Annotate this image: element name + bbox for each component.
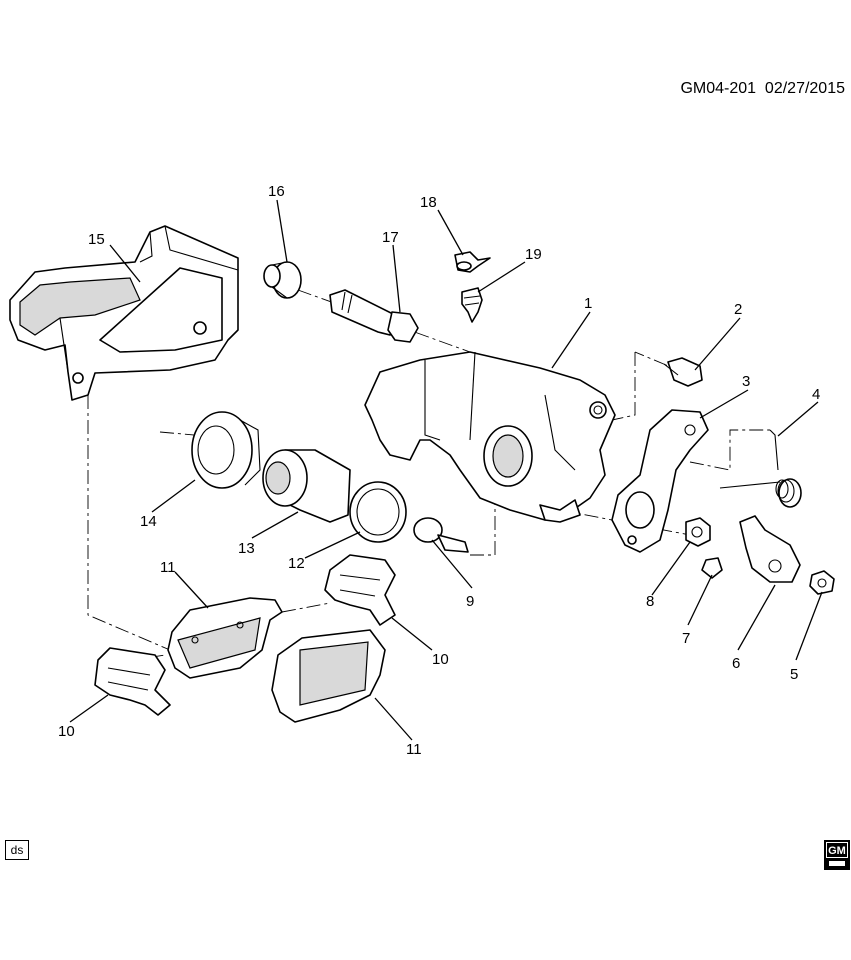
gm-logo-text: GM: [826, 842, 848, 858]
callout-14: 14: [140, 513, 157, 530]
brake-pad-lower-part: [271, 629, 386, 723]
parking-lever-part: [739, 515, 801, 583]
lever-nut-small-part: [809, 570, 835, 595]
callout-labels: 1 2 3 4 5 6 7 8 9 10 10 11 11 12 13 14 1…: [58, 183, 820, 758]
callout-17: 17: [382, 229, 399, 246]
pad-clip-upper-part: [324, 554, 396, 626]
callout-8: 8: [646, 593, 654, 610]
callout-12: 12: [288, 555, 305, 572]
ds-badge: ds: [5, 840, 29, 860]
callout-10-upper: 10: [432, 651, 449, 668]
brake-pad-upper-part: [167, 597, 283, 679]
callout-11-upper: 11: [160, 559, 176, 576]
leader-lines: [69, 199, 823, 741]
adjuster-bolt-part: [413, 517, 469, 553]
diagram-code: GM04-201: [680, 80, 757, 97]
callout-7: 7: [682, 630, 690, 647]
callout-1: 1: [584, 295, 592, 312]
piston-seal-part: [349, 481, 407, 543]
gm-logo-icon: GM: [824, 840, 850, 870]
bleeder-valve-part: [461, 287, 483, 323]
callout-19: 19: [525, 246, 542, 263]
piston-boot-part: [191, 411, 261, 489]
guide-pin-bolt-part: [329, 289, 419, 343]
callout-6: 6: [732, 655, 740, 672]
callout-16: 16: [268, 183, 285, 200]
callout-4: 4: [812, 386, 820, 403]
bolt-part: [663, 357, 703, 387]
callout-2: 2: [734, 301, 742, 318]
spring-part: [719, 429, 802, 508]
caliper-bracket-part: [9, 225, 239, 401]
screw-part: [701, 557, 723, 579]
callout-11-lower: 11: [406, 741, 422, 758]
bleeder-cap-part: [454, 251, 491, 273]
caliper-housing-part: [364, 351, 616, 523]
callout-9: 9: [466, 593, 474, 610]
diagram-date: 02/27/2015: [764, 80, 845, 97]
callout-15: 15: [88, 231, 105, 248]
piston-part: [262, 449, 351, 523]
pad-clip-lower-part: [94, 647, 171, 716]
gm-logo-bar: [829, 861, 845, 866]
lever-bracket-part: [611, 409, 709, 553]
callout-13: 13: [238, 540, 255, 557]
callout-5: 5: [790, 666, 798, 683]
bushing-part: [263, 261, 302, 299]
callout-18: 18: [420, 194, 437, 211]
diagram-reference: GM04-201 02/27/2015: [680, 80, 845, 98]
callout-3: 3: [742, 373, 750, 390]
lever-nut-part: [685, 517, 711, 547]
callout-10-lower: 10: [58, 723, 75, 740]
